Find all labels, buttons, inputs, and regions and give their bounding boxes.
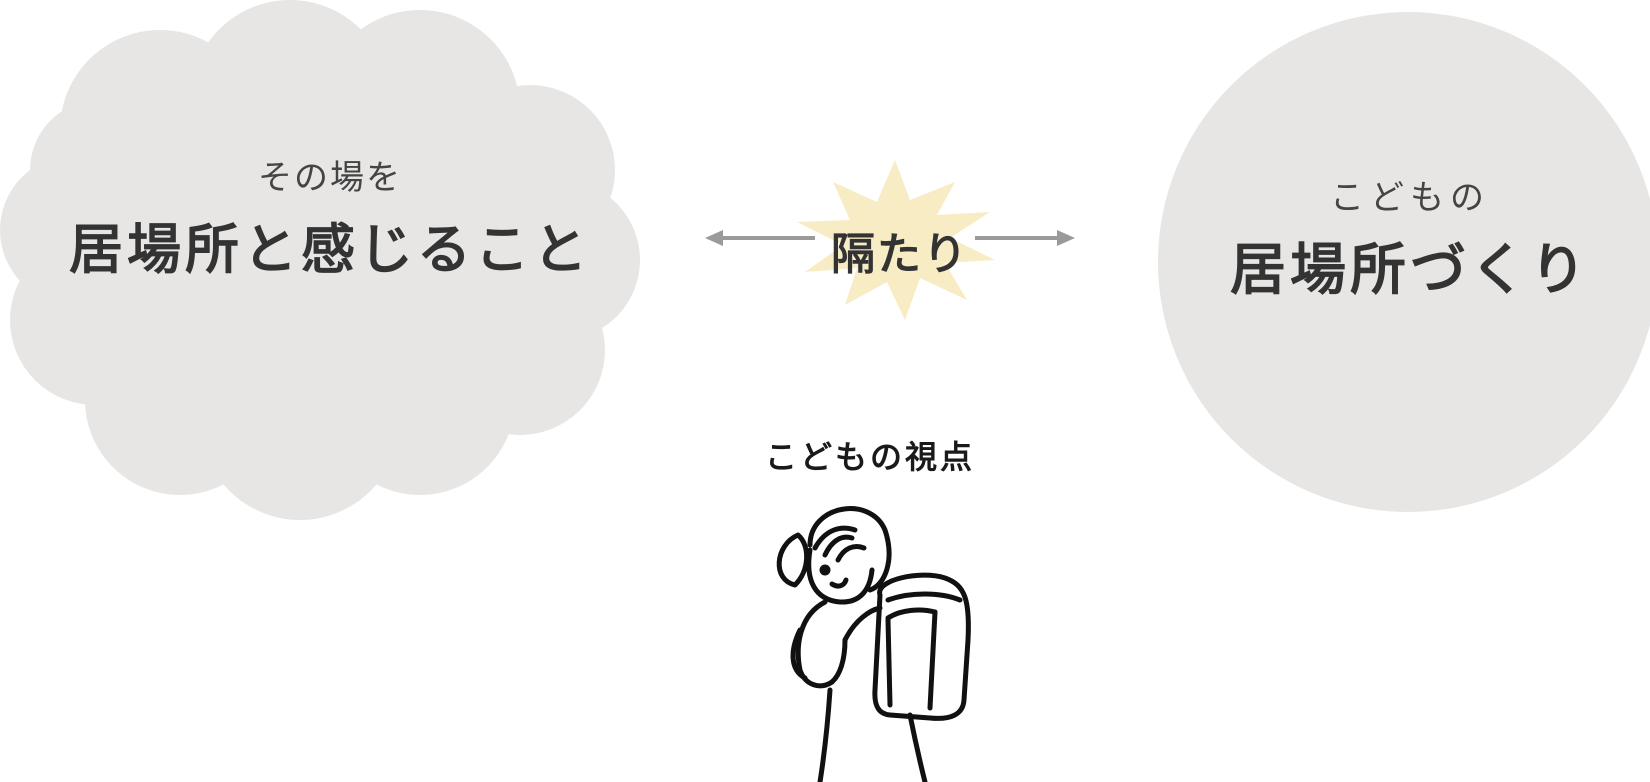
right-circle-shape [1158,12,1650,512]
gap-label: 隔たり [831,229,969,280]
left-cloud-shape [0,0,640,520]
double-headed-arrow-icon [705,230,1075,246]
right-concept-subtitle: こどもの [1330,178,1490,218]
viewpoint-label: こどもの視点 [764,438,975,476]
left-concept-subtitle: その場を [258,158,402,198]
gap-indicator [705,160,1075,320]
right-concept-title: 居場所づくり [1230,238,1590,303]
starburst-icon [797,160,995,320]
left-concept-title: 居場所と感じること [69,218,591,281]
child-with-school-backpack-icon [776,506,971,782]
